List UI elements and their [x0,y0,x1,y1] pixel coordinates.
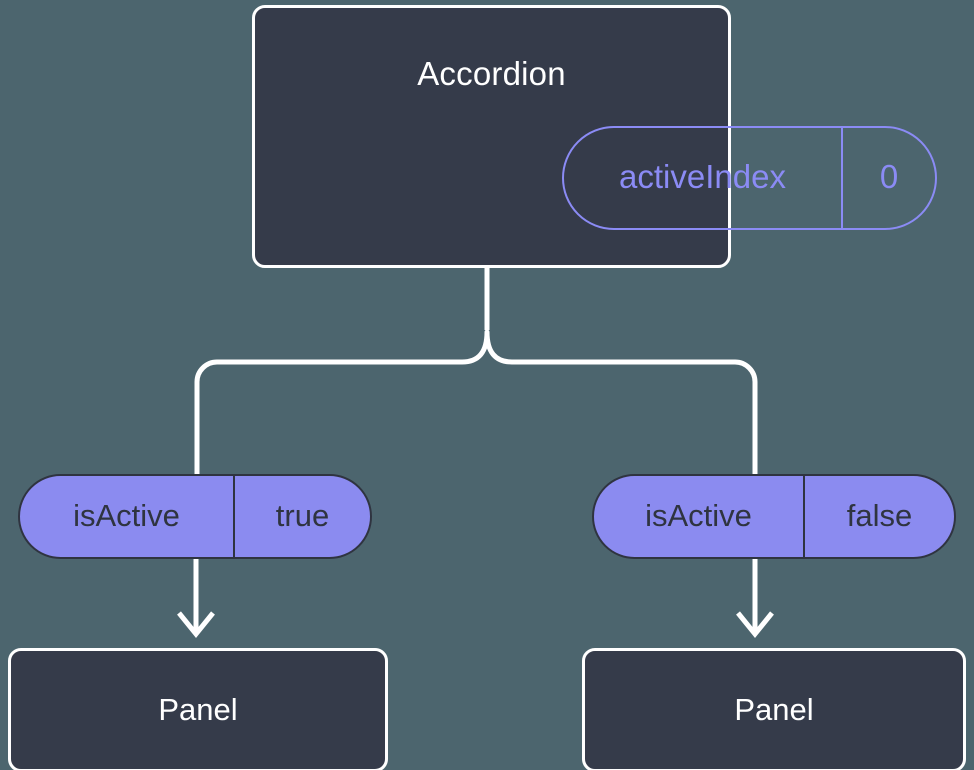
prop-pill-key: isActive [20,476,235,557]
component-node-panel-left-label: Panel [158,692,238,727]
prop-pill-key: isActive [594,476,805,557]
state-pill-key: activeIndex [564,128,843,228]
component-node-panel-right-label: Panel [734,692,814,727]
arrow-head-right-icon [736,611,774,638]
connector-bracket [194,329,758,475]
component-node-panel-left[interactable]: Panel [8,648,388,770]
prop-pill-value: false [846,497,913,533]
state-pill-value: 0 [879,158,899,195]
arrow-head-left-icon [177,611,215,638]
state-pill-activeindex[interactable]: activeIndex 0 [562,126,937,230]
component-node-accordion-label: Accordion [417,55,566,92]
prop-pill-isactive-true[interactable]: isActive true [18,474,372,559]
prop-pill-value: true [275,497,330,533]
prop-pill-isactive-false[interactable]: isActive false [592,474,956,559]
component-node-accordion[interactable]: Accordion activeIndex 0 [252,5,937,268]
component-node-panel-right[interactable]: Panel [582,648,966,770]
